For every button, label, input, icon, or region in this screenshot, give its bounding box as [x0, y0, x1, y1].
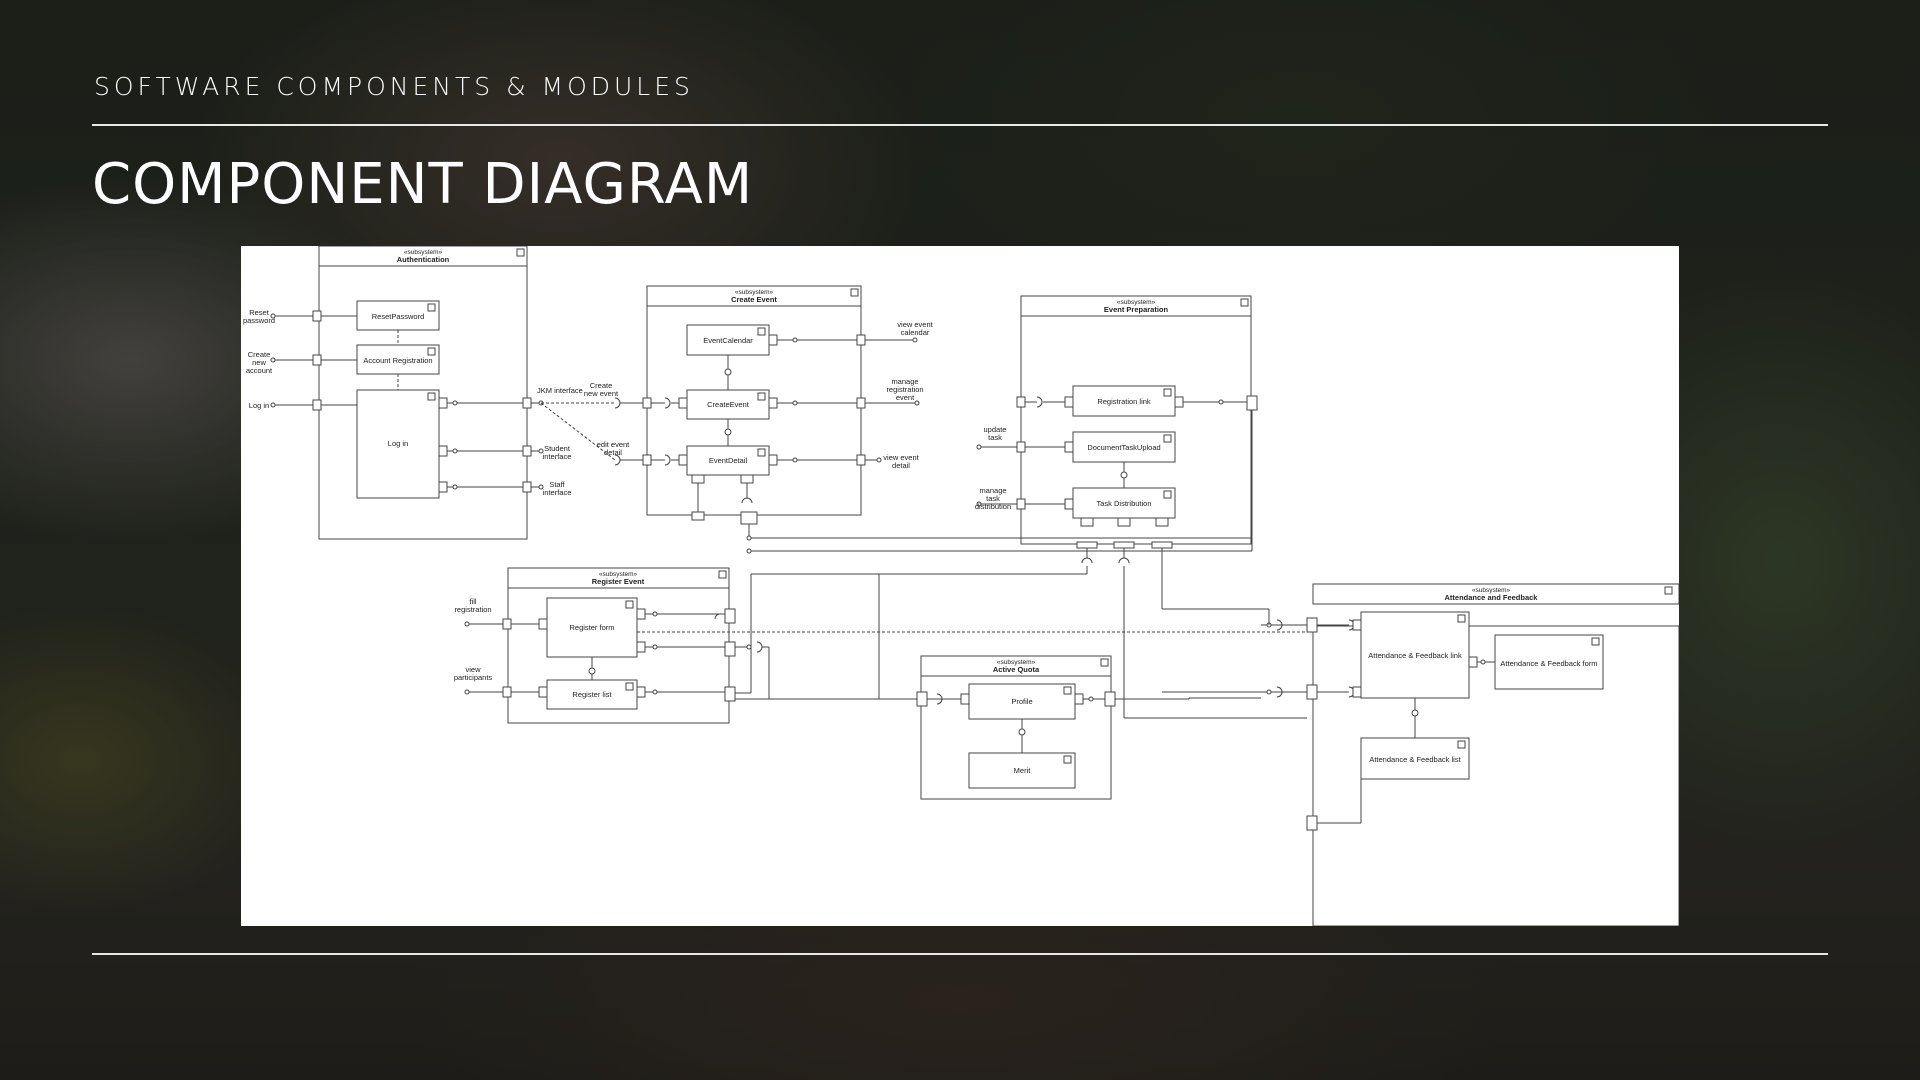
section-label: SOFTWARE COMPONENTS & MODULES [94, 72, 694, 101]
component-attendance-feedback-link [1360, 611, 1470, 699]
interface-log-in: Log in [249, 401, 269, 410]
component-label: EventDetail [709, 456, 748, 465]
component-log-in [356, 389, 440, 499]
component-icon [850, 288, 859, 297]
subsystem-active-quota: «subsystem» Active Quota Profile Merit [836, 574, 1261, 800]
subsystem-title: Event Preparation [1104, 305, 1169, 314]
stereotype-label: «subsystem» [404, 249, 443, 256]
stereotype-label: «subsystem» [599, 571, 638, 578]
component-icon [1063, 755, 1072, 764]
component-icon [1591, 637, 1600, 646]
component-icon [1163, 490, 1172, 499]
subsystem-title: Create Event [731, 295, 777, 304]
component-icon [1664, 586, 1673, 595]
component-label: Task Distribution [1096, 499, 1151, 508]
component-label: CreateEvent [707, 400, 750, 409]
component-icon [1063, 686, 1072, 695]
component-attendance-feedback-form [1494, 634, 1604, 690]
slide-title: COMPONENT DIAGRAM [92, 152, 754, 217]
subsystem-title: Attendance and Feedback [1445, 593, 1539, 602]
component-icon [427, 347, 436, 356]
subsystem-create-event: «subsystem» Create Event EventCalendar C… [642, 285, 920, 525]
component-profile [968, 683, 1076, 720]
component-icon [718, 570, 727, 579]
component-icon [757, 448, 766, 457]
component-icon [625, 600, 634, 609]
subsystem-register-event: «subsystem» Register Event Register form… [464, 567, 961, 724]
component-label: ResetPassword [372, 312, 425, 321]
component-icon [427, 392, 436, 401]
subsystem-event-preparation: «subsystem» Event Preparation Registrati… [976, 295, 1258, 551]
component-label: Attendance & Feedback list [1369, 755, 1461, 764]
component-label: Profile [1011, 697, 1032, 706]
component-icon [516, 248, 525, 257]
component-attendance-feedback-list [1360, 737, 1470, 780]
component-icon [1163, 388, 1172, 397]
component-account-registration [356, 344, 440, 375]
component-icon [1163, 434, 1172, 443]
component-label: Account Registration [363, 356, 432, 365]
component-icon [1100, 658, 1109, 667]
component-label: Register form [569, 623, 614, 632]
component-label: EventCalendar [703, 336, 753, 345]
component-reset-password [356, 300, 440, 331]
component-label: DocumentTaskUpload [1087, 443, 1160, 452]
stereotype-label: «subsystem» [735, 289, 774, 296]
stereotype-label: «subsystem» [1117, 299, 1156, 306]
component-document-task-upload [1072, 431, 1176, 463]
top-divider [92, 124, 1828, 126]
component-event-detail [686, 445, 770, 476]
component-label: Registration link [1097, 397, 1151, 406]
component-icon [1240, 298, 1249, 307]
subsystem-authentication: «subsystem» Authentication ResetPassword… [270, 246, 544, 540]
component-icon [1457, 740, 1466, 749]
component-icon [427, 303, 436, 312]
component-label: Attendance & Feedback link [1368, 651, 1462, 660]
subsystem-attendance-feedback: «subsystem» Attendance and Feedback Atte… [1306, 583, 1679, 926]
component-icon [757, 327, 766, 336]
interface-jkm: JKM interface [537, 386, 583, 395]
bottom-divider [92, 953, 1828, 955]
component-icon [625, 682, 634, 691]
component-merit [968, 752, 1076, 789]
component-label: Log in [388, 439, 408, 448]
subsystem-title: Authentication [397, 255, 450, 264]
stereotype-label: «subsystem» [1472, 587, 1511, 594]
component-icon [757, 392, 766, 401]
component-label: Attendance & Feedback form [1500, 659, 1597, 668]
component-diagram: «subsystem» Authentication ResetPassword… [241, 246, 1679, 926]
stereotype-label: «subsystem» [997, 659, 1036, 666]
component-register-form [546, 597, 638, 658]
component-label: Register list [572, 690, 612, 699]
component-label: Merit [1014, 766, 1032, 775]
subsystem-title: Active Quota [993, 665, 1040, 674]
subsystem-title: Register Event [592, 577, 645, 586]
component-icon [1457, 614, 1466, 623]
component-task-distribution [1072, 487, 1176, 519]
